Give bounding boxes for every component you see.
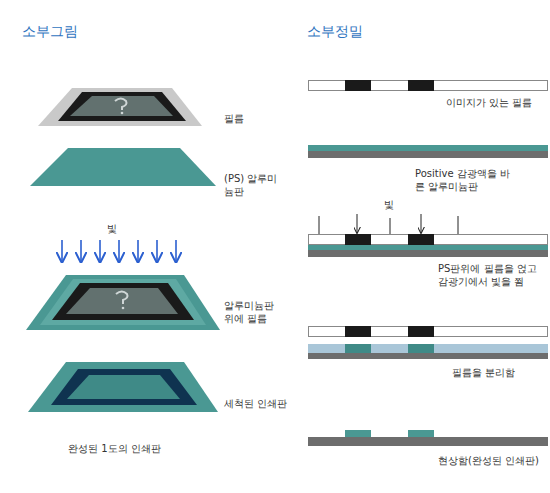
film-section <box>309 80 548 91</box>
coated-plate-section <box>308 145 548 158</box>
step-label: 세척된 인쇄판 <box>224 397 287 410</box>
light-label: 빛 <box>384 198 394 211</box>
column-heading: 소부정밀 <box>307 22 363 40</box>
separated-section <box>308 326 548 359</box>
step-label: (PS) 알루미늄판 <box>224 172 286 198</box>
caption-label: 완성된 1도의 인쇄판 <box>68 442 161 455</box>
ps-plate <box>30 148 216 186</box>
film-sheet <box>38 88 202 126</box>
step-label: 필름 <box>224 112 244 125</box>
exposure-section <box>308 214 548 257</box>
light-label: 빛 <box>107 222 117 235</box>
plate-with-film <box>26 275 220 330</box>
step-label: PS판위에 필름을 얹고 감광기에서 빛을 쬠 <box>438 262 542 288</box>
developed-section <box>308 430 548 446</box>
step-label: 이미지가 있는 필름 <box>446 96 532 109</box>
step-label: 현상함(완성된 인쇄판) <box>438 454 539 467</box>
step-label: 필름을 분리함 <box>452 366 515 379</box>
washed-plate <box>28 362 218 412</box>
step-label: Positive 감광액을 바른 알루미늄판 <box>415 167 515 193</box>
column-heading: 소부그림 <box>22 22 78 40</box>
step-label: 알루미늄판 위에 필름 <box>224 299 286 325</box>
light-arrows <box>62 240 176 262</box>
